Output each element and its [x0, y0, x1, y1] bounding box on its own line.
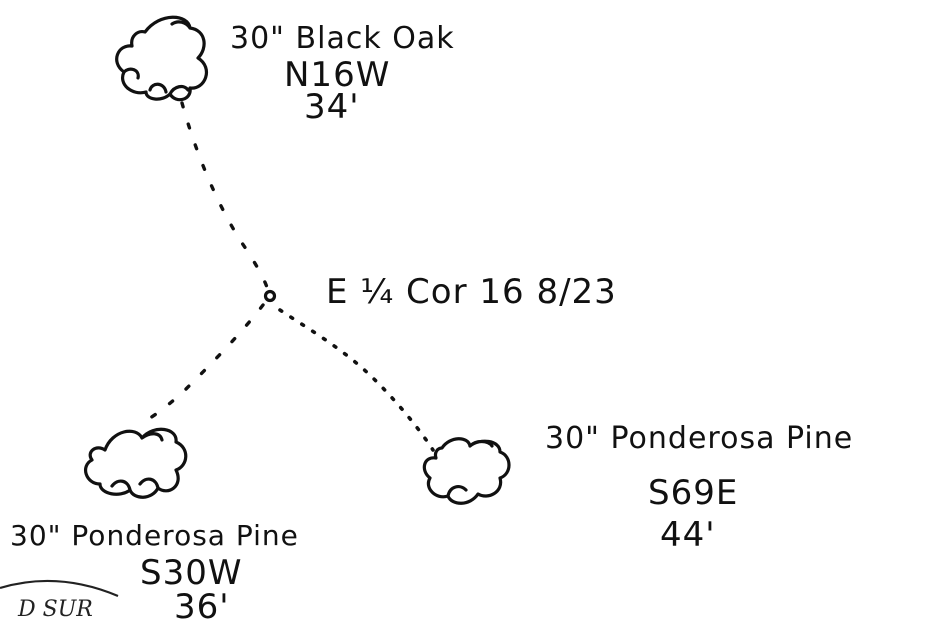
seal-text: D SUR — [17, 597, 93, 622]
tree-2-distance: 44' — [660, 515, 716, 555]
tree-1-distance: 34' — [304, 87, 360, 127]
tree-3-title: 30" Ponderosa Pine — [10, 519, 299, 552]
corner-label: E ¼ Cor 16 8/23 — [326, 272, 617, 312]
tree-1-species: Black Oak — [296, 21, 455, 56]
section-corner-marker — [263, 289, 277, 303]
ponderosa-pine-sw-tree-icon — [83, 427, 188, 499]
tree-3-size: 30" — [10, 519, 62, 552]
tree-2-size: 30" — [545, 421, 600, 456]
ponderosa-pine-se-tree-icon — [422, 437, 511, 505]
tree-1-size: 30" — [230, 21, 285, 56]
tree-3-distance: 36' — [174, 587, 230, 622]
tree-2-title: 30" Ponderosa Pine — [545, 421, 853, 456]
tree-3-bearing: S30W — [140, 553, 242, 593]
tie-line-pine-sw — [148, 303, 265, 420]
tree-3-species: Ponderosa Pine — [71, 519, 298, 552]
tree-1-title: 30" Black Oak — [230, 21, 455, 56]
black-oak-tree-icon — [115, 15, 209, 102]
surveyor-seal: D SUR — [0, 579, 119, 622]
tree-2-species: Ponderosa Pine — [611, 421, 854, 456]
tie-line-black-oak — [180, 101, 270, 292]
tree-1-bearing: N16W — [284, 55, 390, 95]
tree-2-bearing: S69E — [648, 473, 738, 513]
tie-line-pine-se — [278, 308, 435, 452]
